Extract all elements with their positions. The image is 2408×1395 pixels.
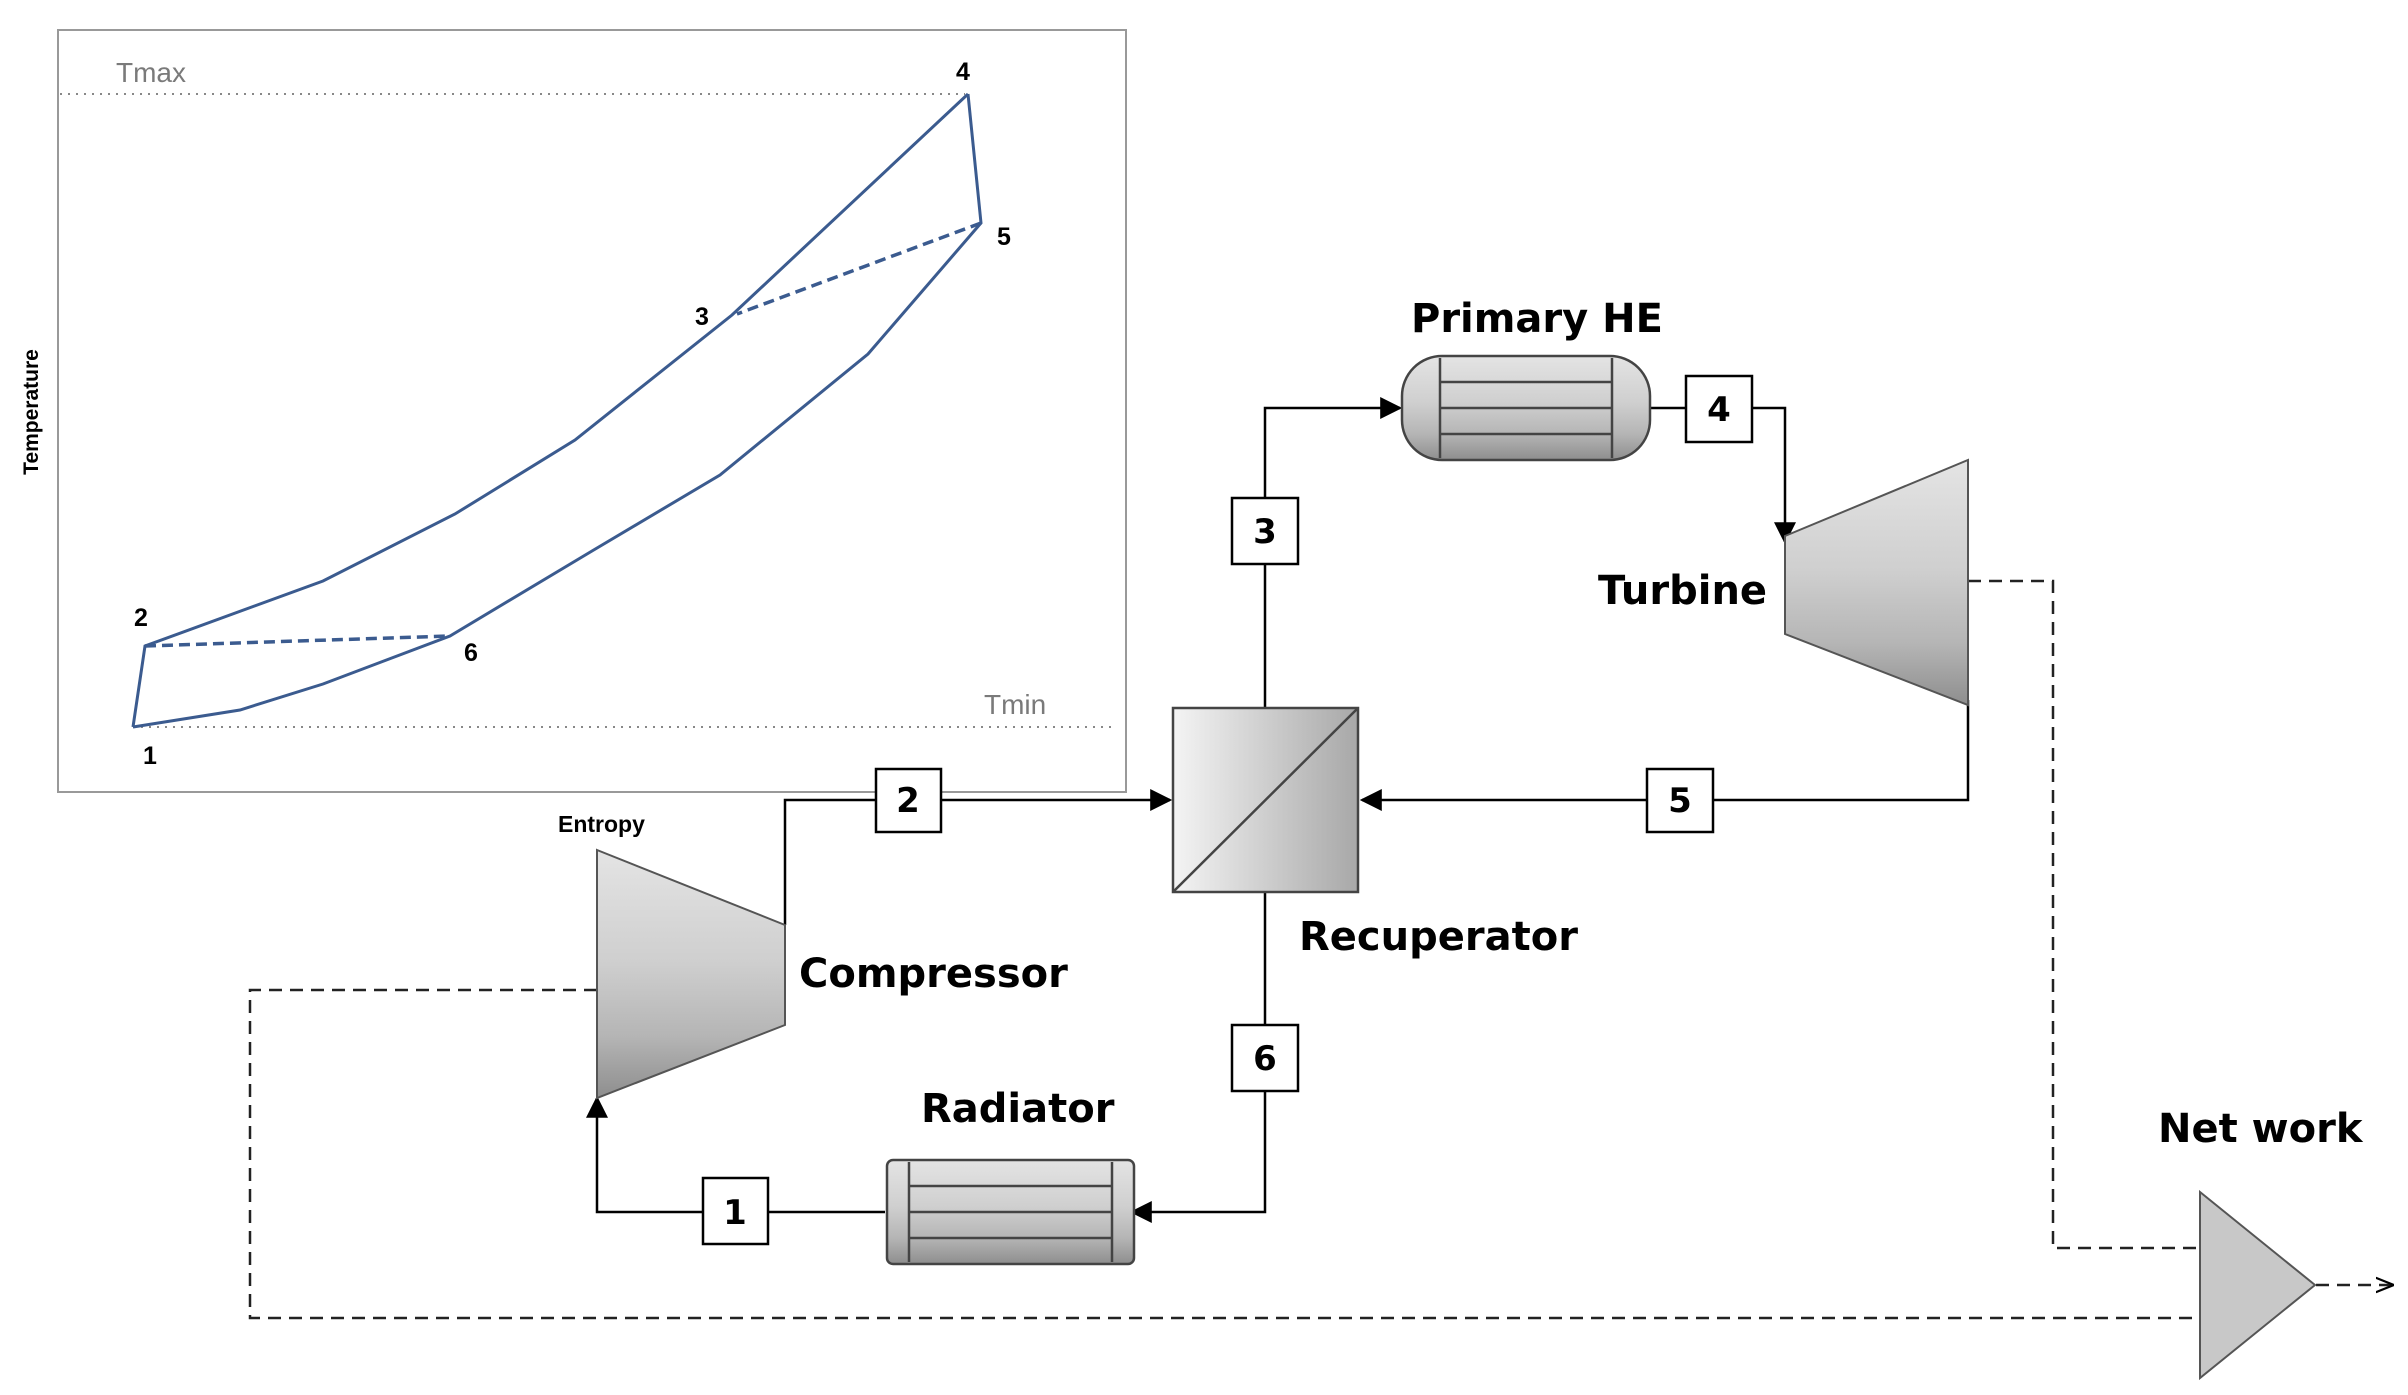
state-label-1: 1 (723, 1193, 747, 1233)
flow-1 (586, 1095, 885, 1214)
y-axis-label: Temperature (20, 349, 43, 475)
ts-point-6: 6 (464, 639, 478, 667)
state-label-4: 4 (1707, 390, 1731, 430)
radiator-shape (885, 1158, 1136, 1266)
ts-point-2: 2 (134, 604, 148, 632)
primary-he-label: Primary HE (1411, 296, 1663, 342)
x-axis-label: Entropy (558, 811, 645, 837)
tmin-label: Tmin (984, 689, 1046, 720)
state-label-2: 2 (896, 781, 920, 821)
state-label-3: 3 (1253, 512, 1277, 552)
turbine-shape (1784, 458, 1969, 707)
compressor-work-line (248, 988, 2198, 1320)
state-box-5: 5 (1645, 767, 1715, 834)
recuperator-label: Recuperator (1299, 914, 1578, 960)
tmax-label: Tmax (116, 57, 186, 88)
state-label-6: 6 (1253, 1039, 1277, 1079)
primary-he-shape (1400, 354, 1652, 462)
state-box-6: 6 (1230, 1023, 1300, 1093)
turbine-work-line (1968, 579, 2198, 1250)
net-work-label: Net work (2158, 1106, 2364, 1152)
compressor-label: Compressor (799, 951, 1068, 997)
state-label-5: 5 (1668, 781, 1692, 821)
ts-point-1: 1 (143, 742, 157, 770)
ts-chart-frame (57, 29, 1127, 793)
state-box-4: 4 (1684, 374, 1754, 444)
state-box-2: 2 (874, 767, 943, 834)
net-work-shape (2199, 1189, 2317, 1381)
flow-6 (1129, 892, 1267, 1223)
flow-5 (1359, 700, 1970, 811)
cycle-curve-lower (132, 93, 983, 729)
ts-chart: Tmax Tmin Temperature 1 2 3 4 5 6 (20, 29, 1127, 793)
recuperator-shape (1171, 706, 1360, 894)
work-lines (248, 579, 2392, 1320)
flow-3 (1263, 397, 1403, 708)
ts-point-5: 5 (997, 223, 1011, 251)
recuperation-line-hot (736, 221, 982, 316)
state-box-1: 1 (701, 1176, 770, 1246)
flow-2 (783, 789, 1173, 925)
ts-point-4: 4 (956, 58, 970, 86)
turbine-label: Turbine (1598, 568, 1767, 614)
state-box-3: 3 (1230, 496, 1300, 566)
radiator-label: Radiator (921, 1086, 1115, 1132)
compressor-shape (596, 848, 786, 1100)
ts-point-3: 3 (695, 303, 709, 331)
